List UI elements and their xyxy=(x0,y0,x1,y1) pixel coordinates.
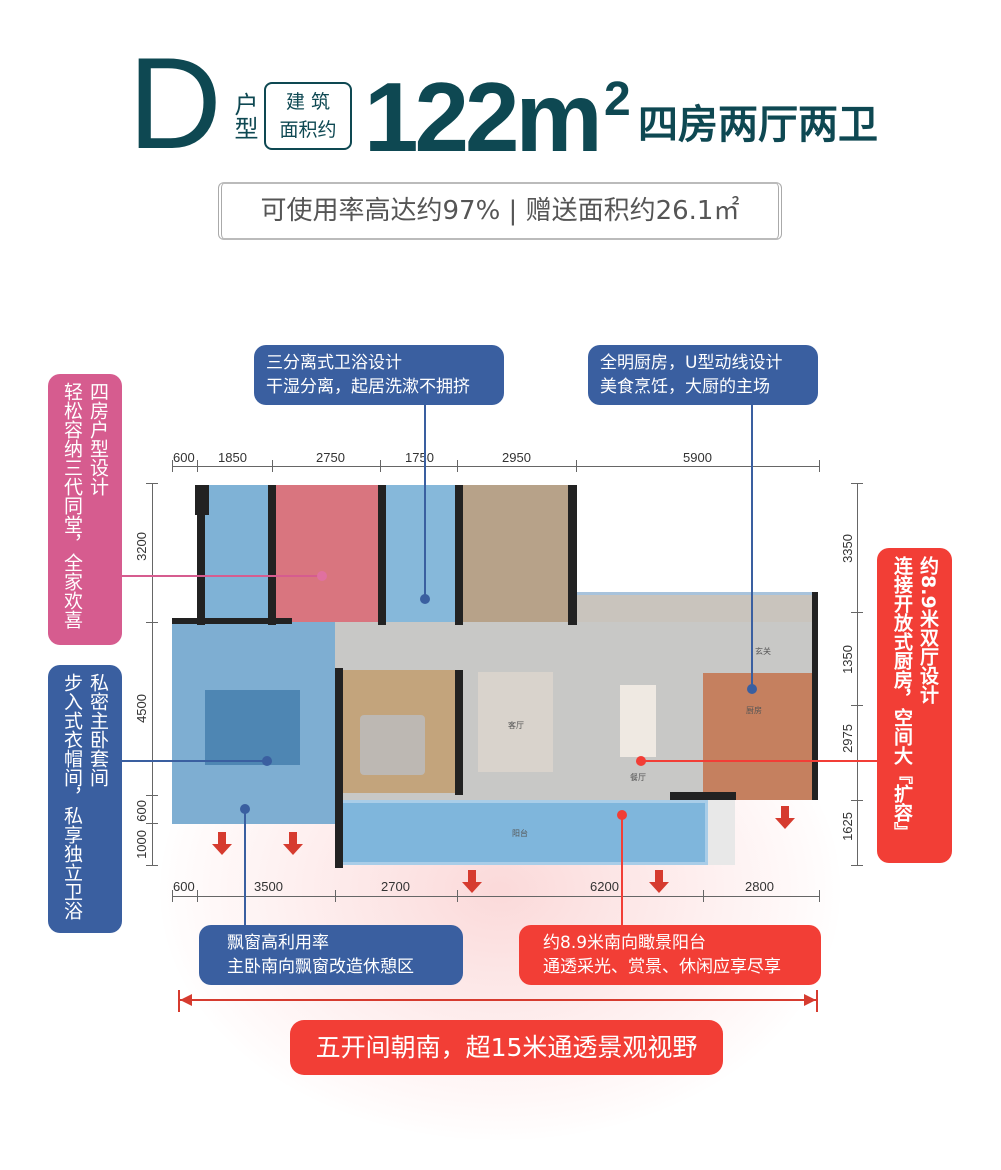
south-view-banner: 五开间朝南，超15米通透景观视野 xyxy=(290,1020,723,1075)
bathroom-3 xyxy=(197,485,272,622)
callout-four-rooms: 四房户型设计 轻松容纳三代同堂，全家欢喜 xyxy=(48,374,122,645)
width-arrow-right-end xyxy=(816,990,818,1012)
south-arrow-icon xyxy=(462,870,482,894)
callout-kitchen-line1: 全明厨房，U型动线设计 xyxy=(600,353,783,373)
dim-top-6: 5900 xyxy=(683,450,712,465)
unit-type-label: 户型 xyxy=(230,92,258,140)
callout-balcony: 约8.9米南向瞰景阳台 通透采光、赏景、休闲应享尽享 xyxy=(519,925,821,985)
bathroom-2 xyxy=(380,485,458,622)
room-label-entry: 玄关 xyxy=(755,647,771,656)
arrow-left-icon xyxy=(180,994,192,1006)
dim-right-4: 1625 xyxy=(840,812,855,841)
area-value: 122m xyxy=(364,62,603,172)
south-arrow-icon xyxy=(212,832,232,856)
leader-kitchen xyxy=(751,405,753,688)
subtitle-scroll: 可使用率高达约97% | 赠送面积约26.1㎡ xyxy=(218,182,782,240)
leader-bay-window xyxy=(244,808,246,925)
dot-bay-window xyxy=(240,804,250,814)
callout-bay-window-line1: 飘窗高利用率 xyxy=(227,933,329,953)
dim-left-2: 4500 xyxy=(134,694,149,723)
utility xyxy=(708,800,735,865)
area-label-line1: 建 筑 xyxy=(285,91,331,113)
bedroom-pink xyxy=(272,485,380,622)
arrow-right-icon xyxy=(804,994,816,1006)
dot-kitchen xyxy=(747,684,757,694)
dim-left-1: 3200 xyxy=(134,532,149,561)
room-label-kitchen: 厨房 xyxy=(746,706,762,715)
south-arrow-icon xyxy=(775,806,795,830)
storage-strip xyxy=(576,592,817,622)
south-arrow-icon xyxy=(283,832,303,856)
dim-bottom-3: 2700 xyxy=(381,879,410,894)
master-bed xyxy=(205,690,300,765)
callout-bathroom-line1: 三分离式卫浴设计 xyxy=(266,353,402,373)
dim-right-2: 1350 xyxy=(840,645,855,674)
leader-balcony xyxy=(621,815,623,925)
dim-bottom-1: 600 xyxy=(173,879,195,894)
width-arrow-line xyxy=(178,999,818,1001)
leader-four-rooms xyxy=(122,575,322,577)
dot-bathroom xyxy=(420,594,430,604)
callout-bathroom: 三分离式卫浴设计 干湿分离，起居洗漱不拥挤 xyxy=(254,345,504,405)
callout-kitchen: 全明厨房，U型动线设计 美食烹饪，大厨的主场 xyxy=(588,345,818,405)
dim-bottom-5: 2800 xyxy=(745,879,774,894)
callout-balcony-line1: 约8.9米南向瞰景阳台 xyxy=(543,933,707,953)
dining-table xyxy=(620,685,656,757)
callout-master-line1: 私密主卧套间 xyxy=(87,673,109,787)
dim-bottom-4: 6200 xyxy=(590,879,619,894)
callout-four-rooms-line1: 四房户型设计 xyxy=(87,382,109,496)
sofa-area xyxy=(478,672,553,772)
callout-kitchen-line2: 美食烹饪，大厨的主场 xyxy=(600,377,770,397)
dim-top-4: 1750 xyxy=(405,450,434,465)
callout-balcony-line2: 通透采光、赏景、休闲应享尽享 xyxy=(543,957,781,977)
layout-title: 四房两厅两卫 xyxy=(638,102,878,148)
south-arrow-icon xyxy=(649,870,669,894)
leader-master xyxy=(122,760,267,762)
bedroom-4-bed xyxy=(360,715,425,775)
callout-double-hall-line1: 约8.9米双厅设计 xyxy=(917,556,939,704)
callout-master-suite: 私密主卧套间 步入式衣帽间，私享独立卫浴 xyxy=(48,665,122,933)
bedroom-2 xyxy=(458,485,576,622)
dim-right-3: 2975 xyxy=(840,724,855,753)
room-label-living: 客厅 xyxy=(508,721,524,730)
dot-four-rooms xyxy=(317,571,327,581)
dim-top-5: 2950 xyxy=(502,450,531,465)
dim-top-2: 1850 xyxy=(218,450,247,465)
dim-top-1: 600 xyxy=(173,450,195,465)
leader-double-hall xyxy=(640,760,877,762)
room-label-balcony: 阳台 xyxy=(512,829,528,838)
callout-four-rooms-line2: 轻松容纳三代同堂，全家欢喜 xyxy=(61,382,83,629)
width-arrow-left-end xyxy=(178,990,180,1012)
callout-double-hall-line2: 连接开放式厨房，空间大『扩容』 xyxy=(891,556,913,841)
callout-double-hall: 约8.9米双厅设计 连接开放式厨房，空间大『扩容』 xyxy=(877,548,952,863)
dim-bottom-2: 3500 xyxy=(254,879,283,894)
callout-master-line2: 步入式衣帽间，私享独立卫浴 xyxy=(61,673,83,920)
area-label-line2: 面积约 xyxy=(279,119,337,141)
room-label-dining: 餐厅 xyxy=(630,773,646,782)
balcony xyxy=(335,800,708,865)
dot-double-hall xyxy=(636,756,646,766)
callout-bay-window-line2: 主卧南向飘窗改造休憩区 xyxy=(227,957,414,977)
dim-top-3: 2750 xyxy=(316,450,345,465)
kitchen xyxy=(703,673,817,800)
dim-left-3: 600 xyxy=(134,800,149,822)
dot-balcony xyxy=(617,810,627,820)
dim-right-1: 3350 xyxy=(840,534,855,563)
callout-bay-window: 飘窗高利用率 主卧南向飘窗改造休憩区 xyxy=(199,925,463,985)
leader-bathroom xyxy=(424,405,426,598)
dim-left-4: 1000 xyxy=(134,830,149,859)
unit-letter: D xyxy=(128,30,222,176)
callout-bathroom-line2: 干湿分离，起居洗漱不拥挤 xyxy=(266,377,470,397)
area-label-box: 建 筑 面积约 xyxy=(264,82,352,150)
area-unit-superscript: 2 xyxy=(604,73,631,126)
dot-master xyxy=(262,756,272,766)
